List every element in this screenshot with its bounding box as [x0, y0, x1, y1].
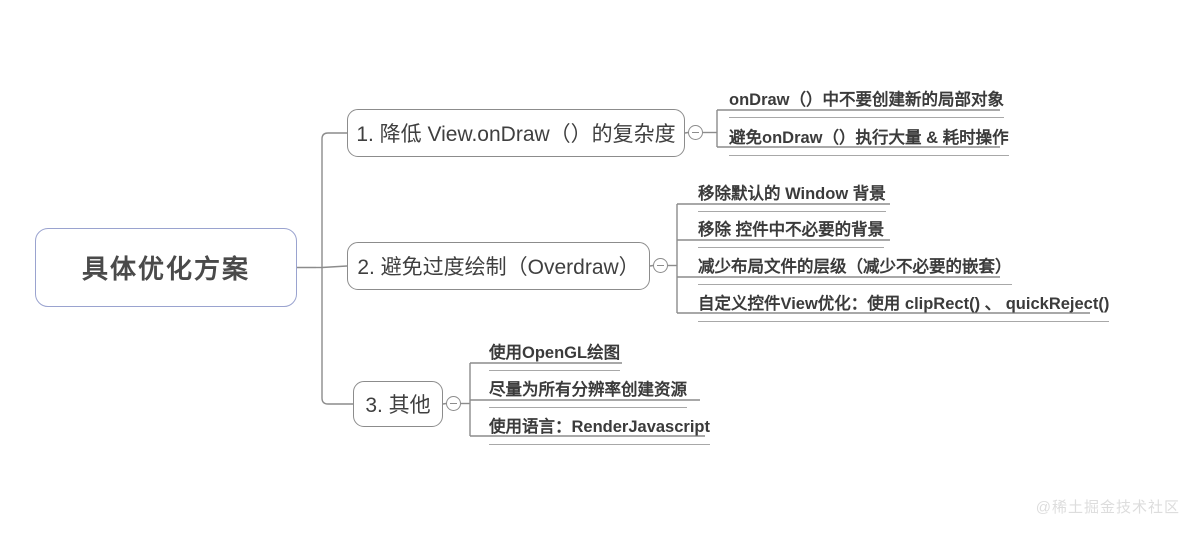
branch-node-3-label: 3. 其他	[365, 394, 431, 417]
trunk-to-branch-2	[321, 265, 348, 269]
branch-node-2-label: 2. 避免过度绘制（Overdraw）	[357, 256, 640, 279]
trunk-to-branch-1	[321, 132, 347, 268]
watermark: @稀土掘金技术社区	[1035, 499, 1180, 516]
root-node-label: 具体优化方案	[81, 254, 250, 284]
leaf-item[interactable]: 使用语言：RenderJavascript	[489, 413, 710, 445]
leaf-item[interactable]: 使用OpenGL绘图	[489, 339, 621, 371]
branch-node-1[interactable]: 1. 降低 View.onDraw（）的复杂度	[347, 109, 685, 157]
branch-node-1-label: 1. 降低 View.onDraw（）的复杂度	[356, 123, 676, 146]
minus-circle-icon-branch-2[interactable]	[653, 258, 668, 273]
leaf-item[interactable]: 自定义控件View优化：使用 clipRect() 、 quickReject(…	[698, 290, 1110, 322]
leaf-item[interactable]: 避免onDraw（）执行大量 & 耗时操作	[729, 124, 1009, 156]
branch-node-3[interactable]: 3. 其他	[353, 381, 443, 427]
minus-circle-icon-branch-1[interactable]	[688, 125, 703, 140]
leaf-item[interactable]: 减少布局文件的层级（减少不必要的嵌套）	[698, 253, 1012, 285]
trunk-to-branch-3	[321, 267, 353, 405]
leaf-item[interactable]: 移除默认的 Window 背景	[698, 180, 886, 212]
leaf-item[interactable]: 尽量为所有分辨率创建资源	[489, 376, 687, 408]
root-node[interactable]: 具体优化方案	[35, 228, 297, 307]
leaf-item[interactable]: onDraw（）中不要创建新的局部对象	[729, 86, 1005, 118]
minus-circle-icon-branch-3[interactable]	[446, 396, 461, 411]
branch-node-2[interactable]: 2. 避免过度绘制（Overdraw）	[347, 242, 650, 290]
leaf-item[interactable]: 移除 控件中不必要的背景	[698, 216, 885, 248]
